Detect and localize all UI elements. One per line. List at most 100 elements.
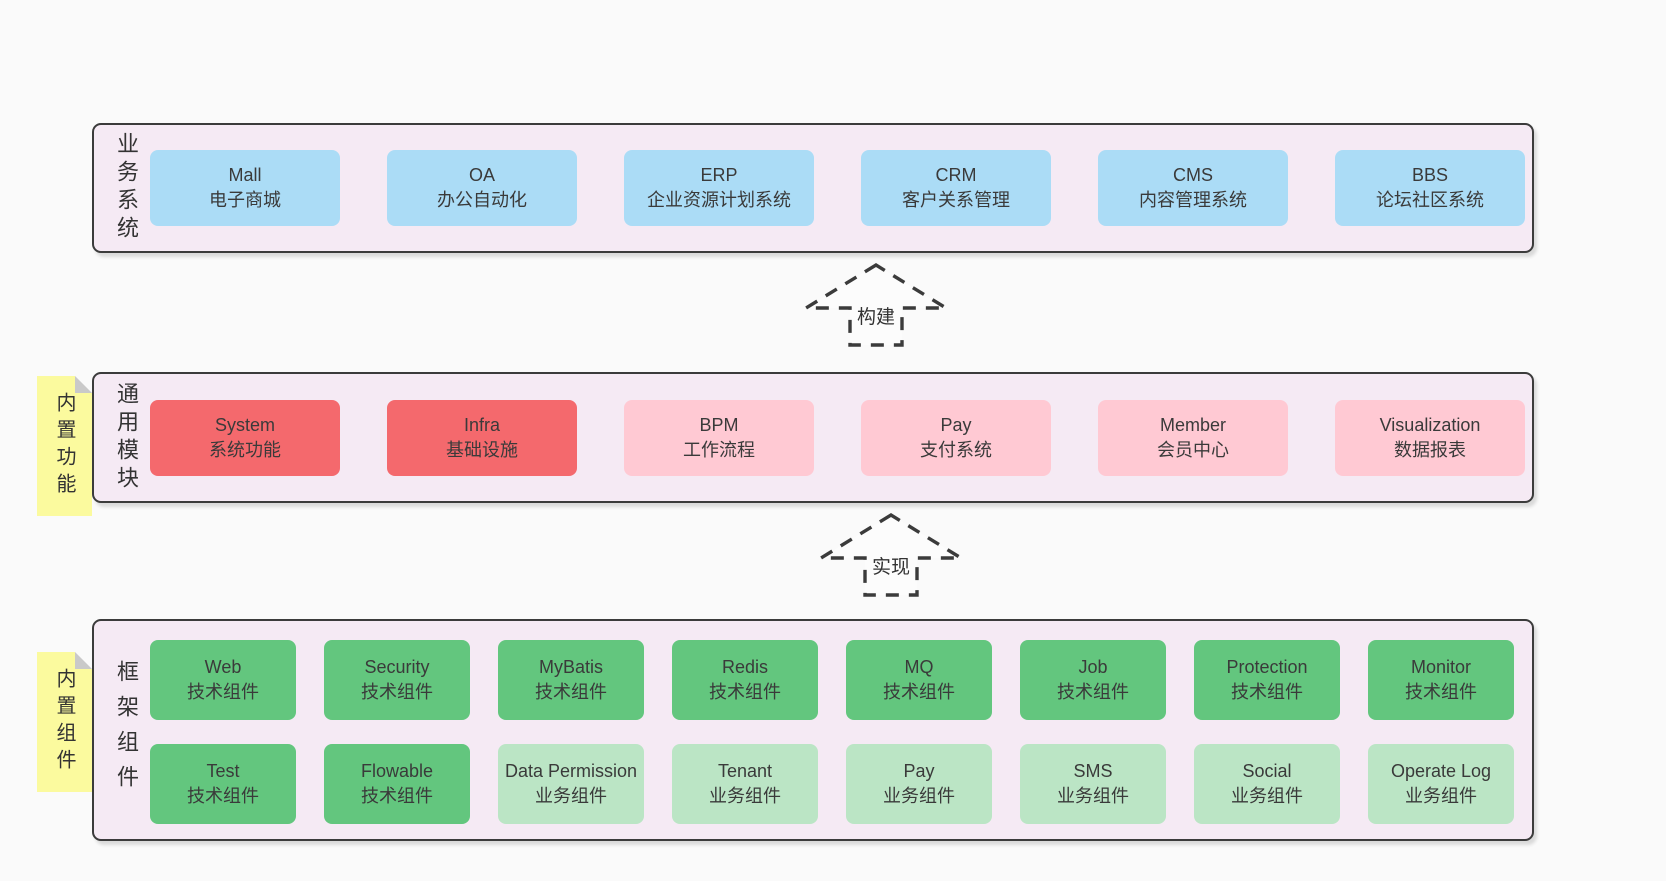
box-title: Security	[364, 657, 430, 677]
box-subtitle: 业务组件	[883, 786, 955, 806]
box-title: Protection	[1226, 657, 1308, 677]
box-subtitle: 系统功能	[209, 439, 281, 460]
box-mq: MQ 技术组件	[846, 640, 992, 720]
box-title: Tenant	[717, 761, 773, 781]
box-title: Pay	[903, 761, 935, 781]
box-bbs: BBS 论坛社区系统	[1335, 150, 1525, 226]
box-subtitle: 内容管理系统	[1139, 190, 1247, 210]
box-subtitle: 业务组件	[535, 786, 607, 806]
box-subtitle: 企业资源计划系统	[647, 190, 791, 210]
box-title: CMS	[1173, 165, 1213, 185]
box-title: Pay	[940, 414, 972, 435]
box-subtitle: 技术组件	[1405, 682, 1477, 702]
up-arrow-icon	[801, 263, 951, 347]
framework-components-label: 框架组件	[114, 660, 139, 800]
builtin-components-note: 内置组件	[37, 652, 92, 792]
box-subtitle: 客户关系管理	[902, 190, 1010, 210]
box-oa: OA 办公自动化	[387, 150, 577, 226]
box-subtitle: 技术组件	[883, 682, 955, 702]
box-subtitle: 数据报表	[1394, 439, 1466, 460]
box-data-permission: Data Permission 业务组件	[498, 744, 644, 824]
framework-components-panel: 框架组件 Web 技术组件 Security 技术组件 MyBatis 技术组件…	[92, 619, 1534, 841]
box-pay: Pay 支付系统	[861, 399, 1051, 476]
box-mybatis: MyBatis 技术组件	[498, 640, 644, 720]
box-title: OA	[468, 165, 495, 185]
box-title: CRM	[935, 165, 977, 185]
box-subtitle: 办公自动化	[437, 190, 527, 210]
box-system: System 系统功能	[150, 399, 340, 476]
framework-components-row-2: Test 技术组件 Flowable 技术组件 Data Permission …	[150, 744, 1514, 824]
box-sms: SMS 业务组件	[1020, 744, 1166, 824]
box-web: Web 技术组件	[150, 640, 296, 720]
box-subtitle: 技术组件	[709, 682, 781, 702]
box-subtitle: 业务组件	[1231, 786, 1303, 806]
box-subtitle: 技术组件	[1231, 682, 1303, 702]
box-subtitle: 论坛社区系统	[1376, 190, 1484, 210]
box-title: MyBatis	[538, 657, 603, 677]
box-subtitle: 技术组件	[1057, 682, 1129, 702]
box-cms: CMS 内容管理系统	[1098, 150, 1288, 226]
box-tenant: Tenant 业务组件	[672, 744, 818, 824]
box-redis: Redis 技术组件	[672, 640, 818, 720]
box-member: Member 会员中心	[1098, 399, 1288, 476]
box-subtitle: 基础设施	[446, 439, 518, 460]
box-subtitle: 技术组件	[535, 682, 607, 702]
box-subtitle: 业务组件	[1405, 786, 1477, 806]
up-arrow-icon	[816, 513, 966, 597]
box-title: Job	[1078, 657, 1108, 677]
box-title: ERP	[700, 165, 738, 185]
common-modules-row: System 系统功能 Infra 基础设施 BPM 工作流程 Pay 支付系统…	[150, 399, 1525, 476]
framework-components-row-1: Web 技术组件 Security 技术组件 MyBatis 技术组件 Redi…	[150, 640, 1514, 720]
business-systems-row: Mall 电子商城 OA 办公自动化 ERP 企业资源计划系统 CRM 客户关系…	[150, 150, 1525, 226]
box-title: BBS	[1411, 165, 1449, 185]
folded-corner-icon	[75, 376, 92, 393]
box-title: BPM	[699, 414, 739, 435]
build-arrow-label: 构建	[853, 307, 899, 329]
box-title: Mall	[228, 165, 262, 185]
box-title: SMS	[1073, 761, 1113, 781]
box-title: MQ	[904, 657, 934, 677]
box-subtitle: 会员中心	[1157, 439, 1229, 460]
box-subtitle: 支付系统	[920, 439, 992, 460]
box-mall: Mall 电子商城	[150, 150, 340, 226]
box-title: Visualization	[1379, 414, 1481, 435]
box-title: Web	[204, 657, 242, 677]
implement-arrow: 实现	[816, 512, 966, 598]
box-subtitle: 工作流程	[683, 439, 755, 460]
box-erp: ERP 企业资源计划系统	[624, 150, 814, 226]
box-crm: CRM 客户关系管理	[861, 150, 1051, 226]
build-arrow: 构建	[801, 262, 951, 348]
box-visualization: Visualization 数据报表	[1335, 399, 1525, 476]
box-job: Job 技术组件	[1020, 640, 1166, 720]
common-modules-label: 通用模块	[114, 381, 139, 494]
box-title: Operate Log	[1390, 761, 1492, 781]
box-title: System	[214, 414, 275, 435]
box-security: Security 技术组件	[324, 640, 470, 720]
box-infra: Infra 基础设施	[387, 399, 577, 476]
box-title: Redis	[721, 657, 769, 677]
box-bpm: BPM 工作流程	[624, 399, 814, 476]
box-subtitle: 业务组件	[709, 786, 781, 806]
box-monitor: Monitor 技术组件	[1368, 640, 1514, 720]
box-subtitle: 技术组件	[361, 786, 433, 806]
box-subtitle: 业务组件	[1057, 786, 1129, 806]
box-test: Test 技术组件	[150, 744, 296, 824]
box-title: Data Permission	[504, 761, 638, 781]
box-title: Infra	[463, 414, 501, 435]
box-subtitle: 技术组件	[187, 786, 259, 806]
box-title: Member	[1159, 414, 1226, 435]
common-modules-panel: 通用模块 System 系统功能 Infra 基础设施 BPM 工作流程 Pay…	[92, 372, 1534, 503]
box-subtitle: 技术组件	[361, 682, 433, 702]
builtin-components-note-text: 内置组件	[53, 668, 75, 776]
box-pay-biz: Pay 业务组件	[846, 744, 992, 824]
box-title: Monitor	[1410, 657, 1472, 677]
box-operate-log: Operate Log 业务组件	[1368, 744, 1514, 824]
builtin-features-note: 内置功能	[37, 376, 92, 516]
box-subtitle: 技术组件	[187, 682, 259, 702]
business-systems-label: 业务系统	[114, 132, 139, 244]
box-title: Flowable	[360, 761, 434, 781]
box-protection: Protection 技术组件	[1194, 640, 1340, 720]
box-title: Test	[206, 761, 240, 781]
business-systems-panel: 业务系统 Mall 电子商城 OA 办公自动化 ERP 企业资源计划系统 CRM…	[92, 123, 1534, 253]
box-social: Social 业务组件	[1194, 744, 1340, 824]
